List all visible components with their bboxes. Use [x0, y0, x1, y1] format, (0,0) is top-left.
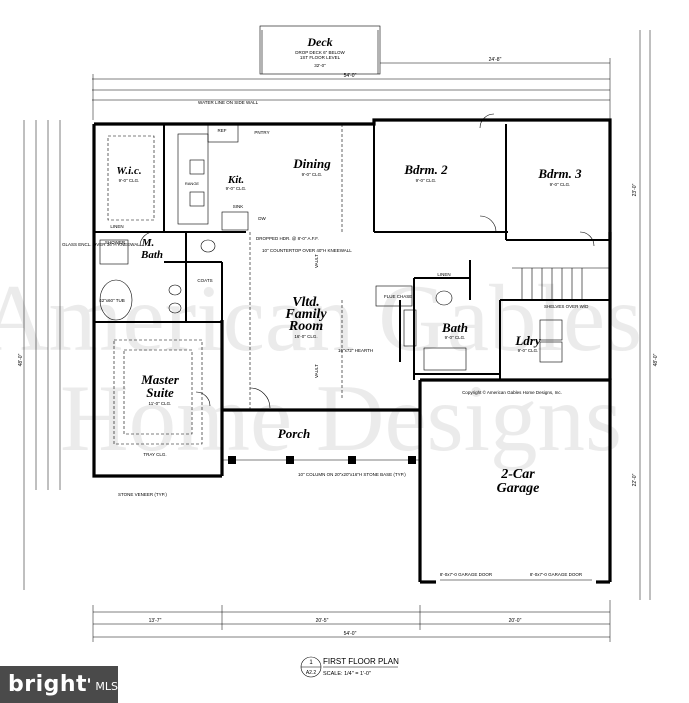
deck-dim: 32'-0" — [314, 63, 326, 68]
top-dimensions: 54'-0" 24'-8" — [92, 30, 651, 600]
label-stone: STONE VENEER (TYP.) — [118, 492, 167, 497]
deck-note1: DROP DECK 6" BELOW — [295, 50, 345, 55]
label-pntry: PNTRY — [254, 130, 269, 135]
label-range: RANGE — [185, 181, 200, 186]
room-family-dims: 16'-0" CLG. — [294, 334, 317, 339]
dim-bottom-left: 13'-7" — [149, 618, 162, 624]
title-sheet: A2.2 — [306, 670, 317, 676]
room-bdrm3: Bdrm. 3 — [537, 166, 582, 181]
dim-top-right: 24'-8" — [489, 57, 502, 63]
label-counter: 10" COUNTERTOP OVER 40"H KNEEWALL — [262, 248, 352, 253]
deck-note2: 1ST FLOOR LEVEL — [300, 55, 341, 60]
brand-name: bright — [8, 672, 88, 697]
room-garage-line2: Garage — [497, 481, 540, 496]
dim-bottom-total: 54'-0" — [344, 631, 357, 637]
label-garage-door2: 8'-0x7'-0 GARAGE DOOR — [530, 572, 583, 577]
room-master-line2: Suite — [146, 385, 174, 400]
room-dining: Dining — [292, 156, 331, 171]
label-ref: REF — [218, 128, 227, 133]
label-flue: FLUE CHASE — [384, 294, 412, 299]
room-mbath-line1: M. — [141, 237, 155, 249]
room-bdrm3-dims: 9'-0" CLG. — [550, 182, 571, 187]
label-tray: TRAY CLG. — [143, 452, 166, 457]
room-dining-dims: 9'-0" CLG. — [302, 172, 323, 177]
label-vault1: VAULT — [314, 254, 319, 268]
room-ldry-dims: 9'-0" CLG. — [518, 348, 539, 353]
title-block: 1 A2.2 FIRST FLOOR PLAN SCALE: 1/4" = 1'… — [300, 656, 399, 678]
dim-top-total: 54'-0" — [344, 73, 357, 79]
label-vault2: VAULT — [314, 364, 319, 378]
interior-walls — [94, 124, 610, 380]
room-master-dims: 11'-0" CLG. — [149, 401, 172, 406]
dim-left-total: 48'-0" — [18, 353, 24, 366]
room-bdrm2-dims: 9'-0" CLG. — [416, 178, 437, 183]
brightmls-logo: bright MLS — [0, 666, 118, 703]
room-wic-dims: 9'-0" CLG. — [119, 178, 140, 183]
room-ldry: Ldry — [514, 333, 541, 348]
room-bath-dims: 9'-0" CLG. — [445, 335, 466, 340]
label-linen2: LINEN — [437, 272, 450, 277]
dim-bottom-right: 20'-0" — [509, 618, 522, 624]
exterior-walls — [92, 118, 612, 584]
label-linen: LINEN — [110, 224, 123, 229]
label-shower: SHOWER — [105, 240, 126, 245]
label-dropped: DROPPED HDR. @ 8'-0" A.F.F. — [256, 236, 319, 241]
room-kit-dims: 9'-0" CLG. — [226, 186, 247, 191]
label-sink: SINK — [233, 204, 244, 209]
label-water: WATER LINE ON SIDE WALL — [198, 100, 259, 105]
dim-bottom-mid: 20'-5" — [316, 618, 329, 624]
dim-right-total: 48'-0" — [653, 353, 659, 366]
title-number: 1 — [309, 660, 313, 666]
deck-title: Deck — [306, 35, 332, 49]
room-family-line1: Vltd. — [292, 295, 320, 310]
room-bath: Bath — [441, 320, 468, 335]
left-dimensions: 48'-0" 48'-0" 23'-0" 22'-0" — [18, 120, 659, 590]
label-coats: COATS — [197, 278, 212, 283]
watermark-line2: Home Designs — [60, 365, 622, 471]
room-porch: Porch — [278, 426, 311, 441]
room-family-line2: Family — [284, 307, 327, 322]
title-main: FIRST FLOOR PLAN — [323, 657, 399, 666]
label-column: 10" COLUMN ON 20"x20"x16"H STONE BASE (T… — [298, 472, 406, 477]
room-master-line1: Master — [140, 372, 180, 387]
watermark-line1: American Gables — [0, 265, 642, 371]
annotations: REF PNTRY SINK DW RANGE LINEN SHOWER COA… — [62, 100, 589, 577]
deck: Deck DROP DECK 6" BELOW 1ST FLOOR LEVEL … — [259, 25, 381, 75]
label-tub: 42"x60" TUB — [99, 298, 125, 303]
room-family-line3: Room — [288, 319, 323, 334]
room-mbath-line2: Bath — [140, 249, 163, 261]
bottom-dimensions: 13'-7" 20'-5" 20'-0" 54'-0" — [92, 600, 611, 642]
fixtures — [99, 113, 610, 464]
label-shelves: SHELVES OVER W/D — [544, 304, 589, 309]
room-wic: W.i.c. — [116, 165, 141, 177]
label-glass: GLASS ENCL. OVER 36"H KNEEWALL — [62, 242, 143, 247]
label-copyright: Copyright © American Gables Home Designs… — [462, 389, 562, 395]
room-labels: W.i.c. 9'-0" CLG. Kit. 9'-0" CLG. Dining… — [116, 156, 582, 496]
brand-suffix: MLS — [95, 680, 118, 693]
title-scale: SCALE: 1/4" = 1'-0" — [323, 671, 371, 677]
label-garage-door1: 8'-0x7'-0 GARAGE DOOR — [440, 572, 493, 577]
room-bdrm2: Bdrm. 2 — [403, 162, 448, 177]
label-dw: DW — [258, 216, 266, 221]
label-hearth: 16"x72" HEARTH — [338, 348, 373, 353]
room-kit: Kit. — [227, 174, 244, 186]
dim-right-upper: 23'-0" — [632, 183, 638, 196]
room-garage-line1: 2-Car — [500, 467, 535, 482]
dim-right-lower: 22'-0" — [632, 473, 638, 486]
brand-dot-icon — [88, 678, 91, 683]
